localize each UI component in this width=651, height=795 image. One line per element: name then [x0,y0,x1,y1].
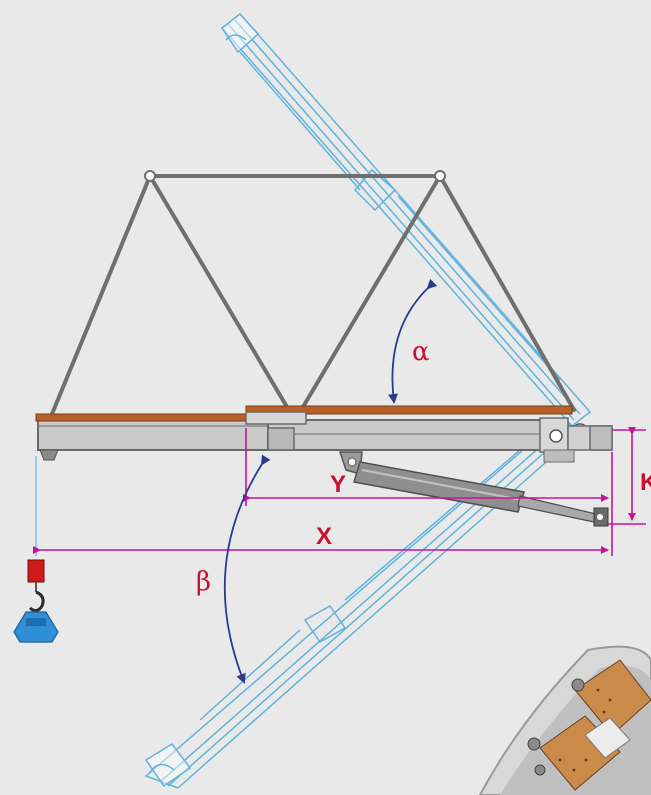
hook-weight-icon [13,559,59,643]
pivot-bracket [539,417,613,463]
boom-inner-section [37,417,271,451]
ghost-boom-raised [220,12,592,428]
boom-outer-section [267,419,549,451]
truss-frame [50,174,576,416]
alpha-angle-label: α [412,337,430,367]
inset-photo-fragment [478,645,651,795]
alpha-angle-arc [388,278,438,404]
dimension-x-label: X [316,523,332,550]
boom-top-plate-right [245,405,573,415]
beta-angle-label: β [196,567,211,597]
truss-pins [144,170,446,182]
dimension-lines [33,427,646,556]
dimension-k-label: K [640,469,651,496]
beta-angle-arc [223,454,271,684]
dimension-y-label: Y [330,471,346,498]
boom [35,405,613,463]
